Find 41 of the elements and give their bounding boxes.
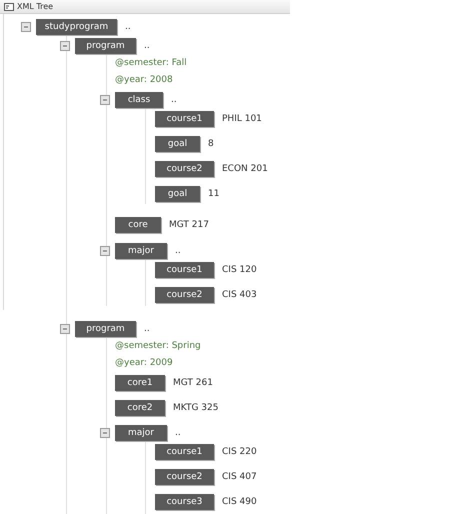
- element-tag: course1: [155, 262, 214, 278]
- element-value: ..: [125, 21, 131, 34]
- element-tag: core2: [115, 400, 165, 416]
- attribute-text: @year: 2009: [115, 357, 173, 369]
- element-tag: course1: [155, 444, 214, 460]
- element-tag: program: [75, 38, 136, 54]
- element-value: CIS 407: [222, 471, 257, 484]
- element-value: CIS 220: [222, 446, 257, 459]
- element-value: CIS 490: [222, 496, 257, 509]
- element-tag: goal: [155, 186, 200, 202]
- element-value: ..: [144, 40, 150, 53]
- element-value: ..: [175, 245, 181, 258]
- element-value: CIS 403: [222, 289, 257, 302]
- attribute-text: @year: 2008: [115, 74, 173, 86]
- element-tag: goal: [155, 136, 200, 152]
- element-value: ECON 201: [222, 163, 268, 176]
- element-value: ..: [171, 94, 177, 107]
- element-tag: core: [115, 217, 161, 233]
- element-tag: studyprogram: [36, 19, 117, 35]
- element-value: CIS 120: [222, 264, 257, 277]
- element-tag: major: [115, 243, 167, 259]
- element-value: MKTG 325: [173, 402, 218, 415]
- element-tag: program: [75, 321, 136, 337]
- element-tag: course2: [155, 469, 214, 485]
- element-tag: course3: [155, 494, 214, 510]
- element-value: ..: [175, 427, 181, 440]
- panel-title: XML Tree: [17, 1, 54, 12]
- attribute-text: @semester: Spring: [115, 340, 201, 352]
- attribute-text: @semester: Fall: [115, 57, 187, 69]
- element-tag: course1: [155, 111, 214, 127]
- element-tag: core1: [115, 375, 165, 391]
- element-tag: course2: [155, 287, 214, 303]
- element-tag: major: [115, 425, 167, 441]
- element-value: PHIL 101: [222, 113, 262, 126]
- element-tag: class: [115, 92, 163, 108]
- element-tag: course2: [155, 161, 214, 177]
- element-value: MGT 261: [173, 377, 213, 390]
- element-value: MGT 217: [169, 219, 209, 232]
- element-value: 8: [208, 138, 214, 151]
- element-value: ..: [144, 323, 150, 336]
- element-value: 11: [208, 188, 220, 201]
